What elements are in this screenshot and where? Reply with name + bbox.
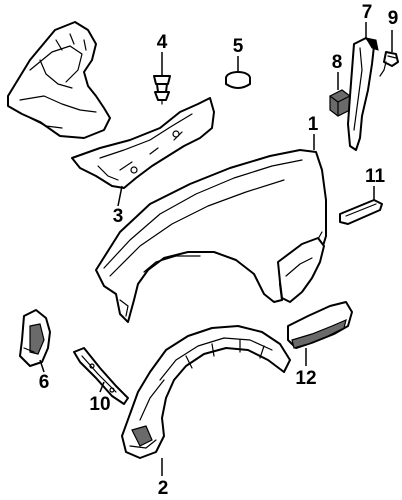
callout-1: 1 — [308, 114, 319, 135]
square-pad — [329, 89, 351, 117]
callout-11: 11 — [365, 166, 386, 187]
strip-bracket — [73, 347, 129, 405]
callout-12: 12 — [295, 368, 316, 389]
callout-3: 3 — [113, 206, 124, 227]
callout-6: 6 — [39, 372, 50, 393]
undercover-shield — [7, 21, 111, 139]
side-molding — [339, 199, 383, 225]
callouts: 1 2 3 4 5 6 7 8 9 10 11 12 — [39, 2, 399, 499]
push-clip — [153, 75, 171, 105]
screw — [379, 51, 399, 77]
callout-10: 10 — [89, 394, 110, 415]
callout-4: 4 — [157, 32, 168, 53]
lower-trim-piece — [287, 301, 353, 349]
leader-6 — [39, 359, 45, 373]
pillar-trim — [347, 37, 379, 151]
leader-10 — [99, 381, 105, 393]
callout-7: 7 — [362, 2, 373, 23]
front-fender — [95, 149, 327, 323]
plug — [225, 71, 251, 89]
callout-2: 2 — [158, 478, 169, 499]
callout-8: 8 — [332, 52, 343, 73]
fender-rear-trim — [277, 237, 325, 303]
lower-support-bracket — [71, 97, 215, 189]
leader-lines — [39, 22, 393, 476]
small-bracket — [19, 309, 51, 367]
callout-5: 5 — [233, 36, 244, 57]
callout-9: 9 — [388, 8, 399, 29]
leader-3 — [117, 185, 123, 207]
fender-liner — [121, 325, 291, 459]
